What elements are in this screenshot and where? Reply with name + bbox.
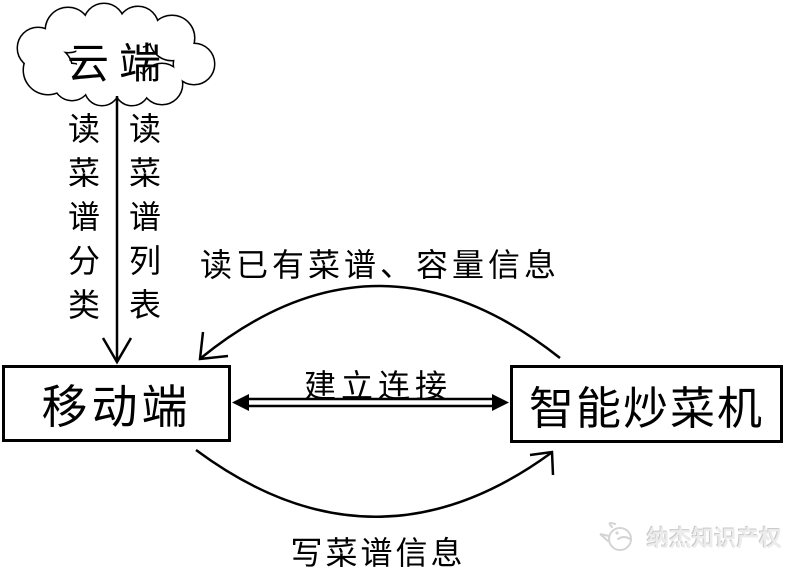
watermark-text: 纳杰知识产权 [647, 526, 783, 551]
node-smart-cooker-label: 智能炒菜机 [528, 383, 764, 434]
node-mobile-terminal: 移动端 [2, 365, 231, 442]
read-existing-arc-arrow [198, 284, 561, 361]
write-recipe-arc-arrow [195, 448, 555, 518]
bird-logo-icon [599, 522, 632, 551]
cloud-icon [16, 2, 216, 107]
cloud-node-label: 云端 [66, 42, 171, 88]
cloud-to-mobile-arrow [101, 96, 133, 365]
read-existing-info-label: 读已有菜谱、容量信息 [199, 247, 560, 283]
read-recipe-list-label: 读菜谱列表 [125, 112, 161, 332]
node-mobile-label: 移动端 [41, 381, 192, 433]
establish-connection-arrow [232, 394, 509, 411]
node-smart-cooker: 智能炒菜机 [510, 365, 783, 443]
write-recipe-info-label: 写菜谱信息 [290, 535, 466, 570]
establish-connection-label: 建立连接 [303, 368, 452, 404]
read-recipe-category-label: 读菜谱分类 [64, 112, 100, 332]
watermark: 纳杰知识产权 [596, 519, 782, 555]
